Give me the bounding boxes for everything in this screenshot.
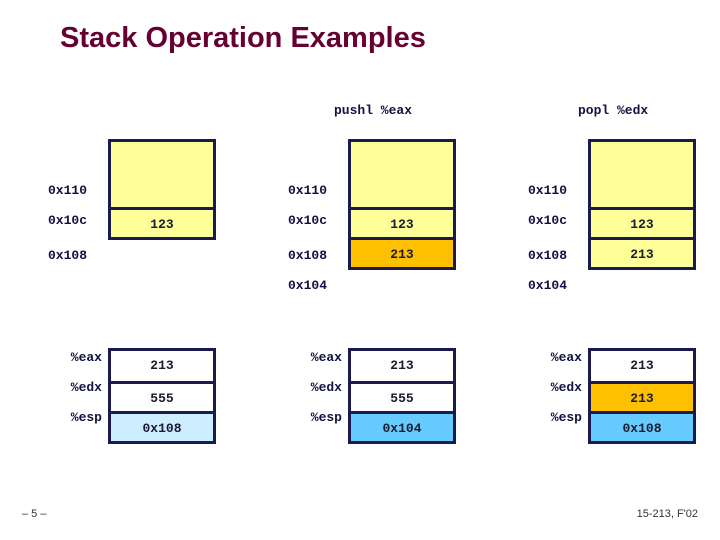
register-value-esp: 0x108 — [111, 411, 213, 441]
register-label-esp: %esp — [310, 410, 342, 425]
register-box: 213 555 0x104 — [348, 348, 456, 444]
register-value-edx: 213 — [591, 381, 693, 411]
register-label-eax: %eax — [550, 350, 582, 365]
register-value-esp: 0x108 — [591, 411, 693, 441]
register-label-edx: %edx — [550, 380, 582, 395]
column-after-pop: 0x110 0x10c 0x108 0x104 123 213 %eax %ed… — [480, 0, 720, 540]
stack-address-label: 0x108 — [48, 248, 88, 263]
stack-address-label: 0x10c — [48, 213, 88, 228]
register-label-edx: %edx — [310, 380, 342, 395]
stack-address-label: 0x10c — [528, 213, 568, 228]
register-value-eax: 213 — [111, 351, 213, 381]
stack-address-label: 0x108 — [288, 248, 328, 263]
stack-address-label: 0x10c — [288, 213, 328, 228]
stack-box: 123 213 — [588, 139, 696, 270]
register-value-eax: 213 — [351, 351, 453, 381]
stack-box: 123 — [108, 139, 216, 240]
stack-address-label: 0x104 — [528, 278, 568, 293]
stack-cell-0x108: 123 — [591, 207, 693, 237]
operation-label-popl: popl %edx — [578, 103, 649, 118]
register-box: 213 555 0x108 — [108, 348, 216, 444]
register-value-esp: 0x104 — [351, 411, 453, 441]
stack-cell-0x104: 213 — [591, 237, 693, 267]
stack-cell-empty — [591, 142, 693, 207]
column-after-push: 0x110 0x10c 0x108 0x104 123 213 %eax %ed… — [240, 0, 480, 540]
stack-address-label: 0x108 — [528, 248, 568, 263]
register-label-eax: %eax — [70, 350, 102, 365]
stack-cell-0x108: 123 — [351, 207, 453, 237]
stack-cell-empty — [351, 142, 453, 207]
register-label-esp: %esp — [550, 410, 582, 425]
stack-address-label: 0x110 — [288, 183, 328, 198]
stack-address-label: 0x104 — [288, 278, 328, 293]
register-value-edx: 555 — [111, 381, 213, 411]
course-footer: 15-213, F'02 — [636, 508, 698, 520]
page-title: Stack Operation Examples — [60, 22, 426, 54]
register-value-eax: 213 — [591, 351, 693, 381]
register-box: 213 213 0x108 — [588, 348, 696, 444]
register-label-esp: %esp — [70, 410, 102, 425]
stack-cell-0x104: 213 — [351, 237, 453, 267]
stack-cell-0x108: 123 — [111, 207, 213, 237]
operation-label-pushl: pushl %eax — [334, 103, 413, 118]
stack-address-label: 0x110 — [528, 183, 568, 198]
stack-box: 123 213 — [348, 139, 456, 270]
stack-address-label: 0x110 — [48, 183, 88, 198]
stack-cell-empty — [111, 142, 213, 207]
register-label-edx: %edx — [70, 380, 102, 395]
slide-number: – 5 – — [22, 508, 47, 520]
column-initial-state: 0x110 0x10c 0x108 123 %eax %edx %esp 213… — [0, 0, 240, 540]
register-label-eax: %eax — [310, 350, 342, 365]
register-value-edx: 555 — [351, 381, 453, 411]
